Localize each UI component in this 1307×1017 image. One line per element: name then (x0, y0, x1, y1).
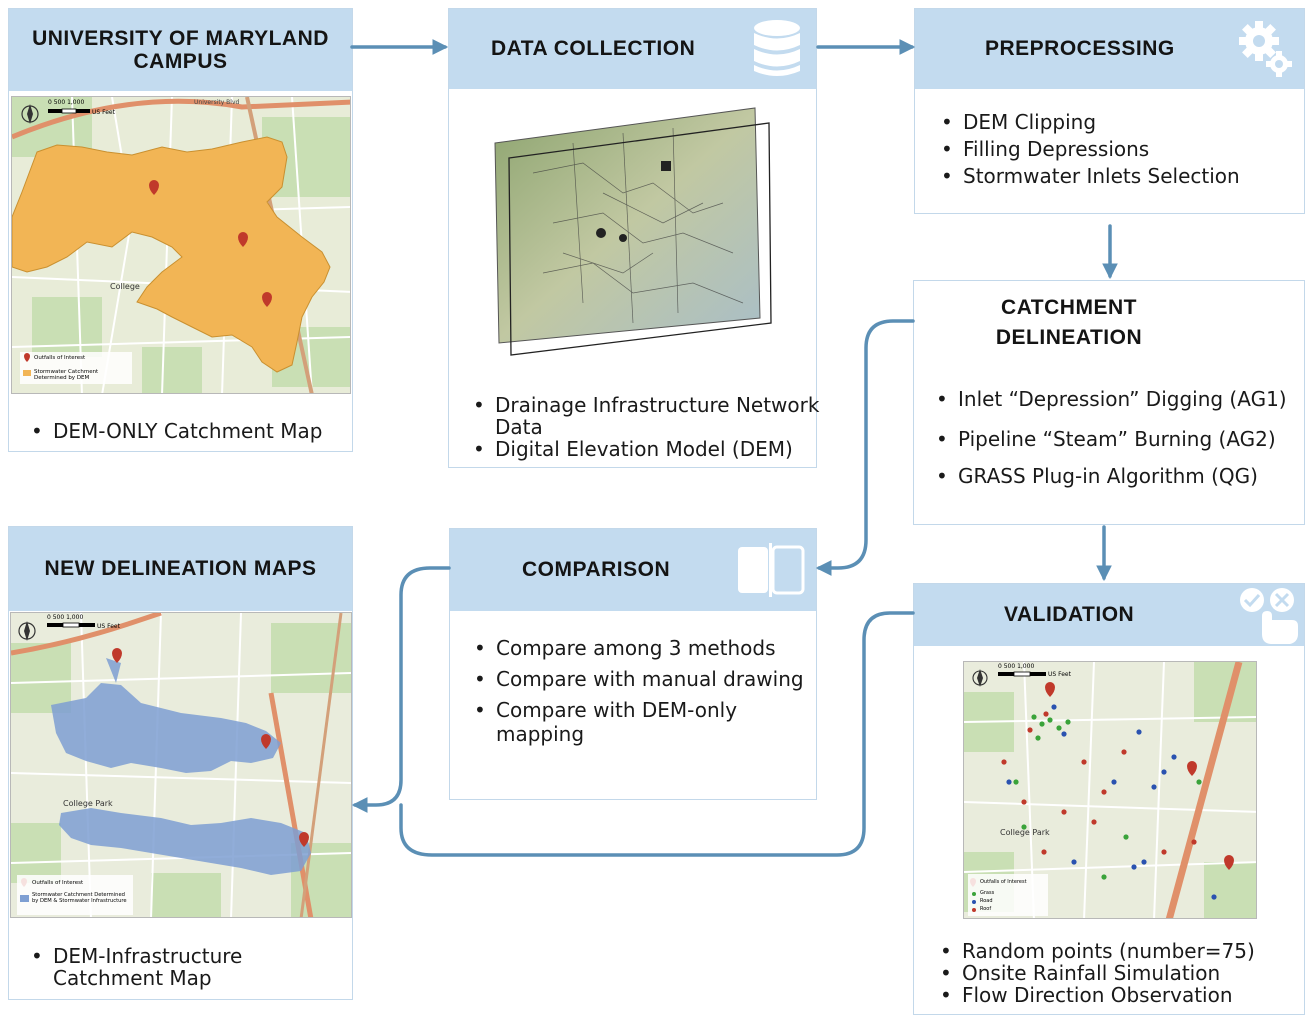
new-maps-list: DEM-Infrastructure Catchment Map (31, 945, 353, 989)
outfall-marker (149, 180, 159, 195)
list-item: DEM-Infrastructure Catchment Map (31, 945, 353, 989)
validation-legend-road: Road (980, 898, 993, 904)
infra-catchment-south (59, 808, 311, 875)
database-icon (751, 19, 803, 79)
new-map-scale: 0 500 1,000 (47, 614, 84, 621)
new-delineation-map: 0 500 1,000 US Feet College Park Outfall… (10, 612, 352, 918)
list-item: Digital Elevation Model (DEM) (473, 438, 820, 460)
network-layer (508, 122, 772, 356)
arrow-catchment-to-comparison (815, 319, 915, 576)
outfall-marker (1224, 855, 1234, 870)
catchment-list: Inlet “Depression” Digging (AG1) Pipelin… (936, 389, 1287, 486)
validation-map-scale: 0 500 1,000 (998, 663, 1035, 670)
gears-icon (1237, 17, 1295, 81)
umd-box: UNIVERSITY OF MARYLAND CAMPUS (8, 8, 353, 452)
new-map-units: US Feet (97, 623, 120, 630)
dem-catchment-polygon (12, 136, 331, 373)
list-item: Compare with manual drawing (474, 663, 816, 696)
umd-map-units: US Feet (92, 109, 115, 116)
validation-map-place-label: College Park (1000, 828, 1050, 837)
preprocessing-box: PREPROCESSING DEM Clipping Filli (914, 8, 1305, 214)
new-maps-title: NEW DELINEATION MAPS (9, 527, 352, 611)
list-item: Compare with DEM-only mapping (474, 698, 816, 746)
comparison-list: Compare among 3 methods Compare with man… (474, 635, 816, 746)
validation-list: Random points (number=75) Onsite Rainfal… (940, 940, 1255, 1006)
umd-map-place-label: College (110, 282, 140, 291)
outfall-marker (1187, 761, 1197, 776)
outfall-marker (112, 648, 122, 663)
data-collection-list: Drainage Infrastructure Network Data Dig… (473, 394, 820, 460)
catchment-title: CATCHMENT DELINEATION (995, 295, 1143, 349)
sample-points-grass (1013, 714, 1202, 880)
preprocessing-list: DEM Clipping Filling Depressions Stormwa… (941, 109, 1240, 190)
touch-check-icon (1232, 584, 1304, 646)
compare-panels-icon (736, 543, 806, 597)
new-map-legend-catchment: Stormwater Catchment Determined by DEM &… (32, 892, 127, 904)
validation-legend-grass: Grass (980, 890, 995, 896)
sample-points-road (1006, 704, 1217, 900)
umd-map-road-label: University Blvd (194, 99, 240, 106)
catchment-box: CATCHMENT DELINEATION Inlet “Depression”… (913, 280, 1305, 525)
umd-title: UNIVERSITY OF MARYLAND CAMPUS (9, 9, 352, 91)
list-item: Stormwater Inlets Selection (941, 163, 1240, 190)
validation-map: 0 500 1,000 US Feet College Park Outfall… (963, 661, 1257, 919)
umd-dem-map: 0 500 1,000 US Feet University Blvd Coll… (11, 96, 351, 394)
outfall-marker (262, 292, 272, 307)
list-item: Drainage Infrastructure Network Data (473, 394, 820, 438)
list-item: GRASS Plug-in Algorithm (QG) (936, 466, 1287, 486)
validation-legend-outfall: Outfalls of Interest (980, 879, 1027, 885)
list-item: Filling Depressions (941, 136, 1240, 163)
dem-layers-illustration (493, 103, 778, 365)
list-item: Inlet “Depression” Digging (AG1) (936, 389, 1287, 409)
validation-title: VALIDATION (914, 584, 1304, 646)
list-item: Compare among 3 methods (474, 635, 816, 661)
list-item: DEM Clipping (941, 109, 1240, 136)
comparison-title: COMPARISON (450, 529, 816, 611)
umd-map-legend-outfall: Outfalls of Interest (34, 355, 86, 361)
data-collection-title: DATA COLLECTION (449, 9, 816, 89)
new-maps-box: NEW DELINEATION MAPS (8, 526, 353, 1000)
infra-catchment-north (51, 683, 281, 773)
preprocessing-title: PREPROCESSING (915, 9, 1304, 89)
list-item: Random points (number=75) (940, 940, 1255, 962)
blob-icon (1224, 295, 1296, 347)
data-collection-box: DATA COLLECTION (448, 8, 820, 468)
new-map-legend-outfall: Outfalls of Interest (32, 880, 84, 886)
list-item: Flow Direction Observation (940, 984, 1255, 1006)
validation-map-units: US Feet (1048, 671, 1071, 678)
outfall-marker (261, 734, 271, 749)
new-map-place-label: College Park (63, 799, 113, 808)
comparison-box: COMPARISON Compare among 3 methods Compa… (449, 528, 817, 800)
umd-list: DEM-ONLY Catchment Map (31, 416, 322, 446)
outfall-marker (299, 832, 309, 847)
sample-points-roof (1001, 711, 1197, 855)
list-item: Pipeline “Steam” Burning (AG2) (936, 429, 1287, 449)
umd-map-scale: 0 500 1,000 (48, 99, 85, 106)
arrow-comparison-to-newmaps (351, 566, 451, 813)
outfall-marker (238, 232, 248, 247)
validation-box: VALIDATION (913, 583, 1305, 1015)
outfall-marker (1045, 682, 1055, 697)
umd-map-legend-catchment: Stormwater Catchment Determined by DEM (34, 369, 99, 382)
list-item: Onsite Rainfall Simulation (940, 962, 1255, 984)
list-item: DEM-ONLY Catchment Map (31, 416, 322, 446)
dem-layer (494, 107, 761, 344)
validation-legend-roof: Roof (980, 906, 992, 912)
